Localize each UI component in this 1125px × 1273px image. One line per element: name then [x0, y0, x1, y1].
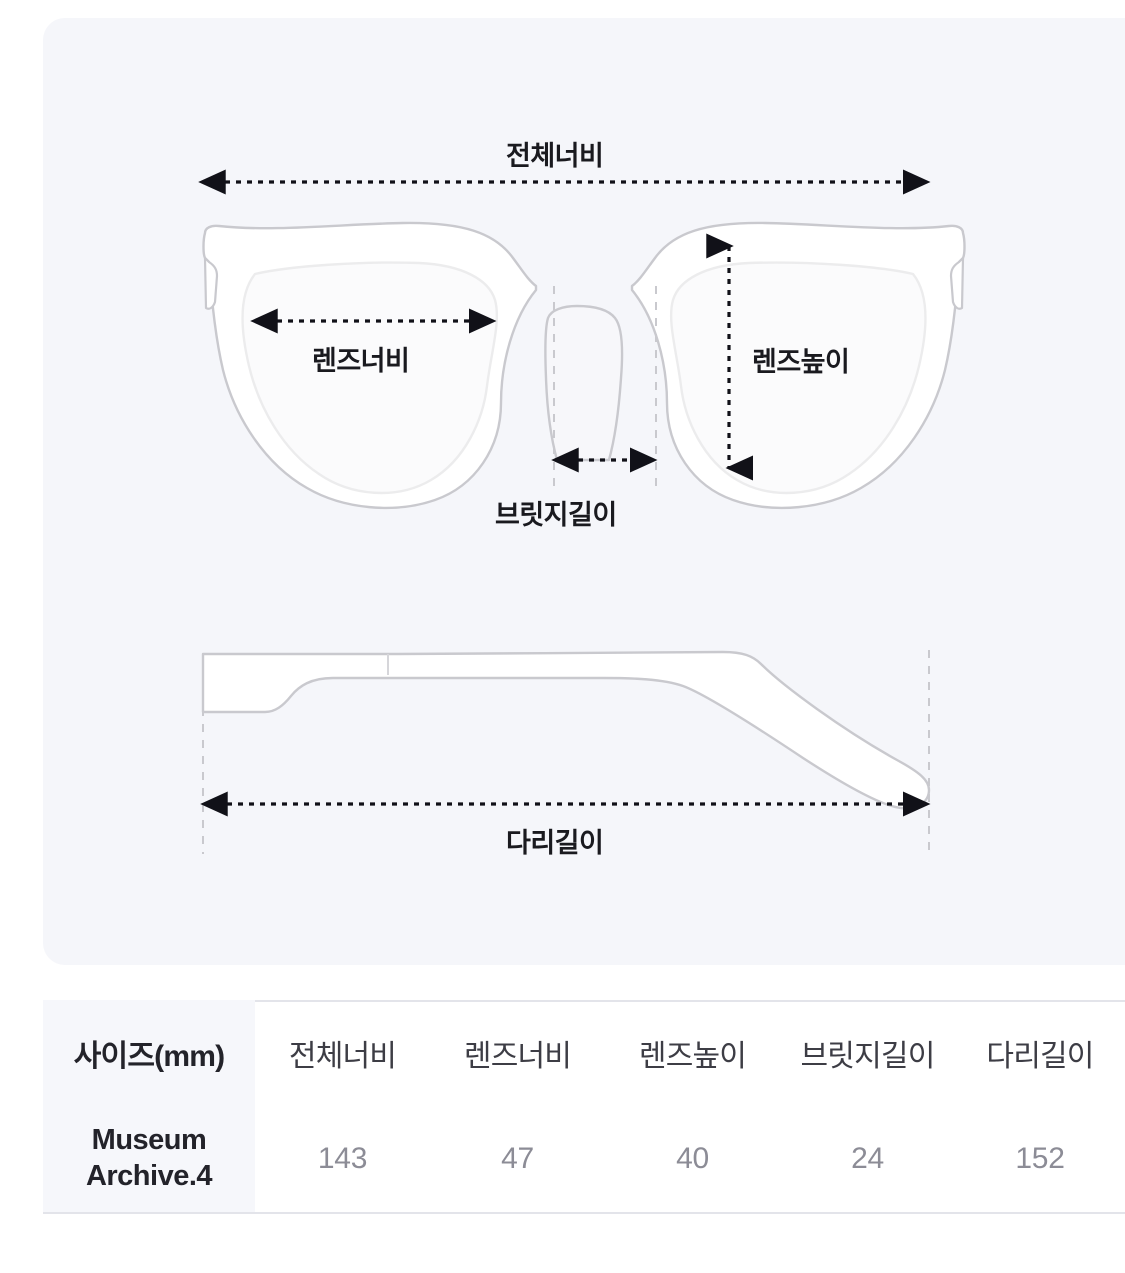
- size-table: 사이즈(mm) 전체너비 렌즈너비 렌즈높이 브릿지길이 다리길이 Museum…: [43, 1000, 1125, 1212]
- temple-side-view: [201, 650, 931, 810]
- model-name-line2: Archive.4: [85, 1160, 213, 1192]
- table-top-border: [43, 1000, 1125, 1002]
- cell-lens-height: 40: [676, 1142, 709, 1175]
- cell-temple-length: 152: [1015, 1142, 1065, 1175]
- cell-lens-width: 47: [501, 1142, 534, 1175]
- header-lens-width: 렌즈너비: [463, 1040, 572, 1073]
- model-name-line1: Museum: [91, 1124, 207, 1157]
- label-lens-width: 렌즈너비: [312, 346, 410, 376]
- label-lens-height: 렌즈높이: [752, 347, 850, 377]
- size-diagram-card: 전체너비 렌즈너비 렌즈높이 브릿지길이 다리길이: [43, 18, 1125, 965]
- cell-model-name: Museum Archive.4: [43, 1106, 255, 1212]
- eyewear-dimension-diagram: [198, 169, 966, 854]
- label-total-width: 전체너비: [506, 141, 604, 171]
- header-lens-height: 렌즈높이: [638, 1040, 747, 1073]
- header-bridge-length: 브릿지길이: [800, 1040, 936, 1073]
- left-hinge-notch: [203, 256, 219, 310]
- temple-arm-outline: [201, 650, 931, 810]
- label-temple-length: 다리길이: [506, 828, 604, 858]
- label-bridge-length: 브릿지길이: [495, 500, 617, 530]
- cell-total-width: 143: [317, 1142, 368, 1175]
- right-hinge-notch: [949, 256, 965, 310]
- table-row: Museum Archive.4 143 47 40 24 152: [43, 1106, 1125, 1212]
- table-bottom-border: [43, 1212, 1125, 1214]
- header-temple-length: 다리길이: [986, 1040, 1094, 1073]
- header-total-width: 전체너비: [288, 1040, 397, 1073]
- nose-opening: [544, 304, 624, 462]
- cell-bridge-length: 24: [851, 1142, 884, 1175]
- header-size-mm: 사이즈(mm): [43, 1000, 255, 1106]
- table-header-row: 사이즈(mm) 전체너비 렌즈너비 렌즈높이 브릿지길이 다리길이: [43, 1000, 1125, 1106]
